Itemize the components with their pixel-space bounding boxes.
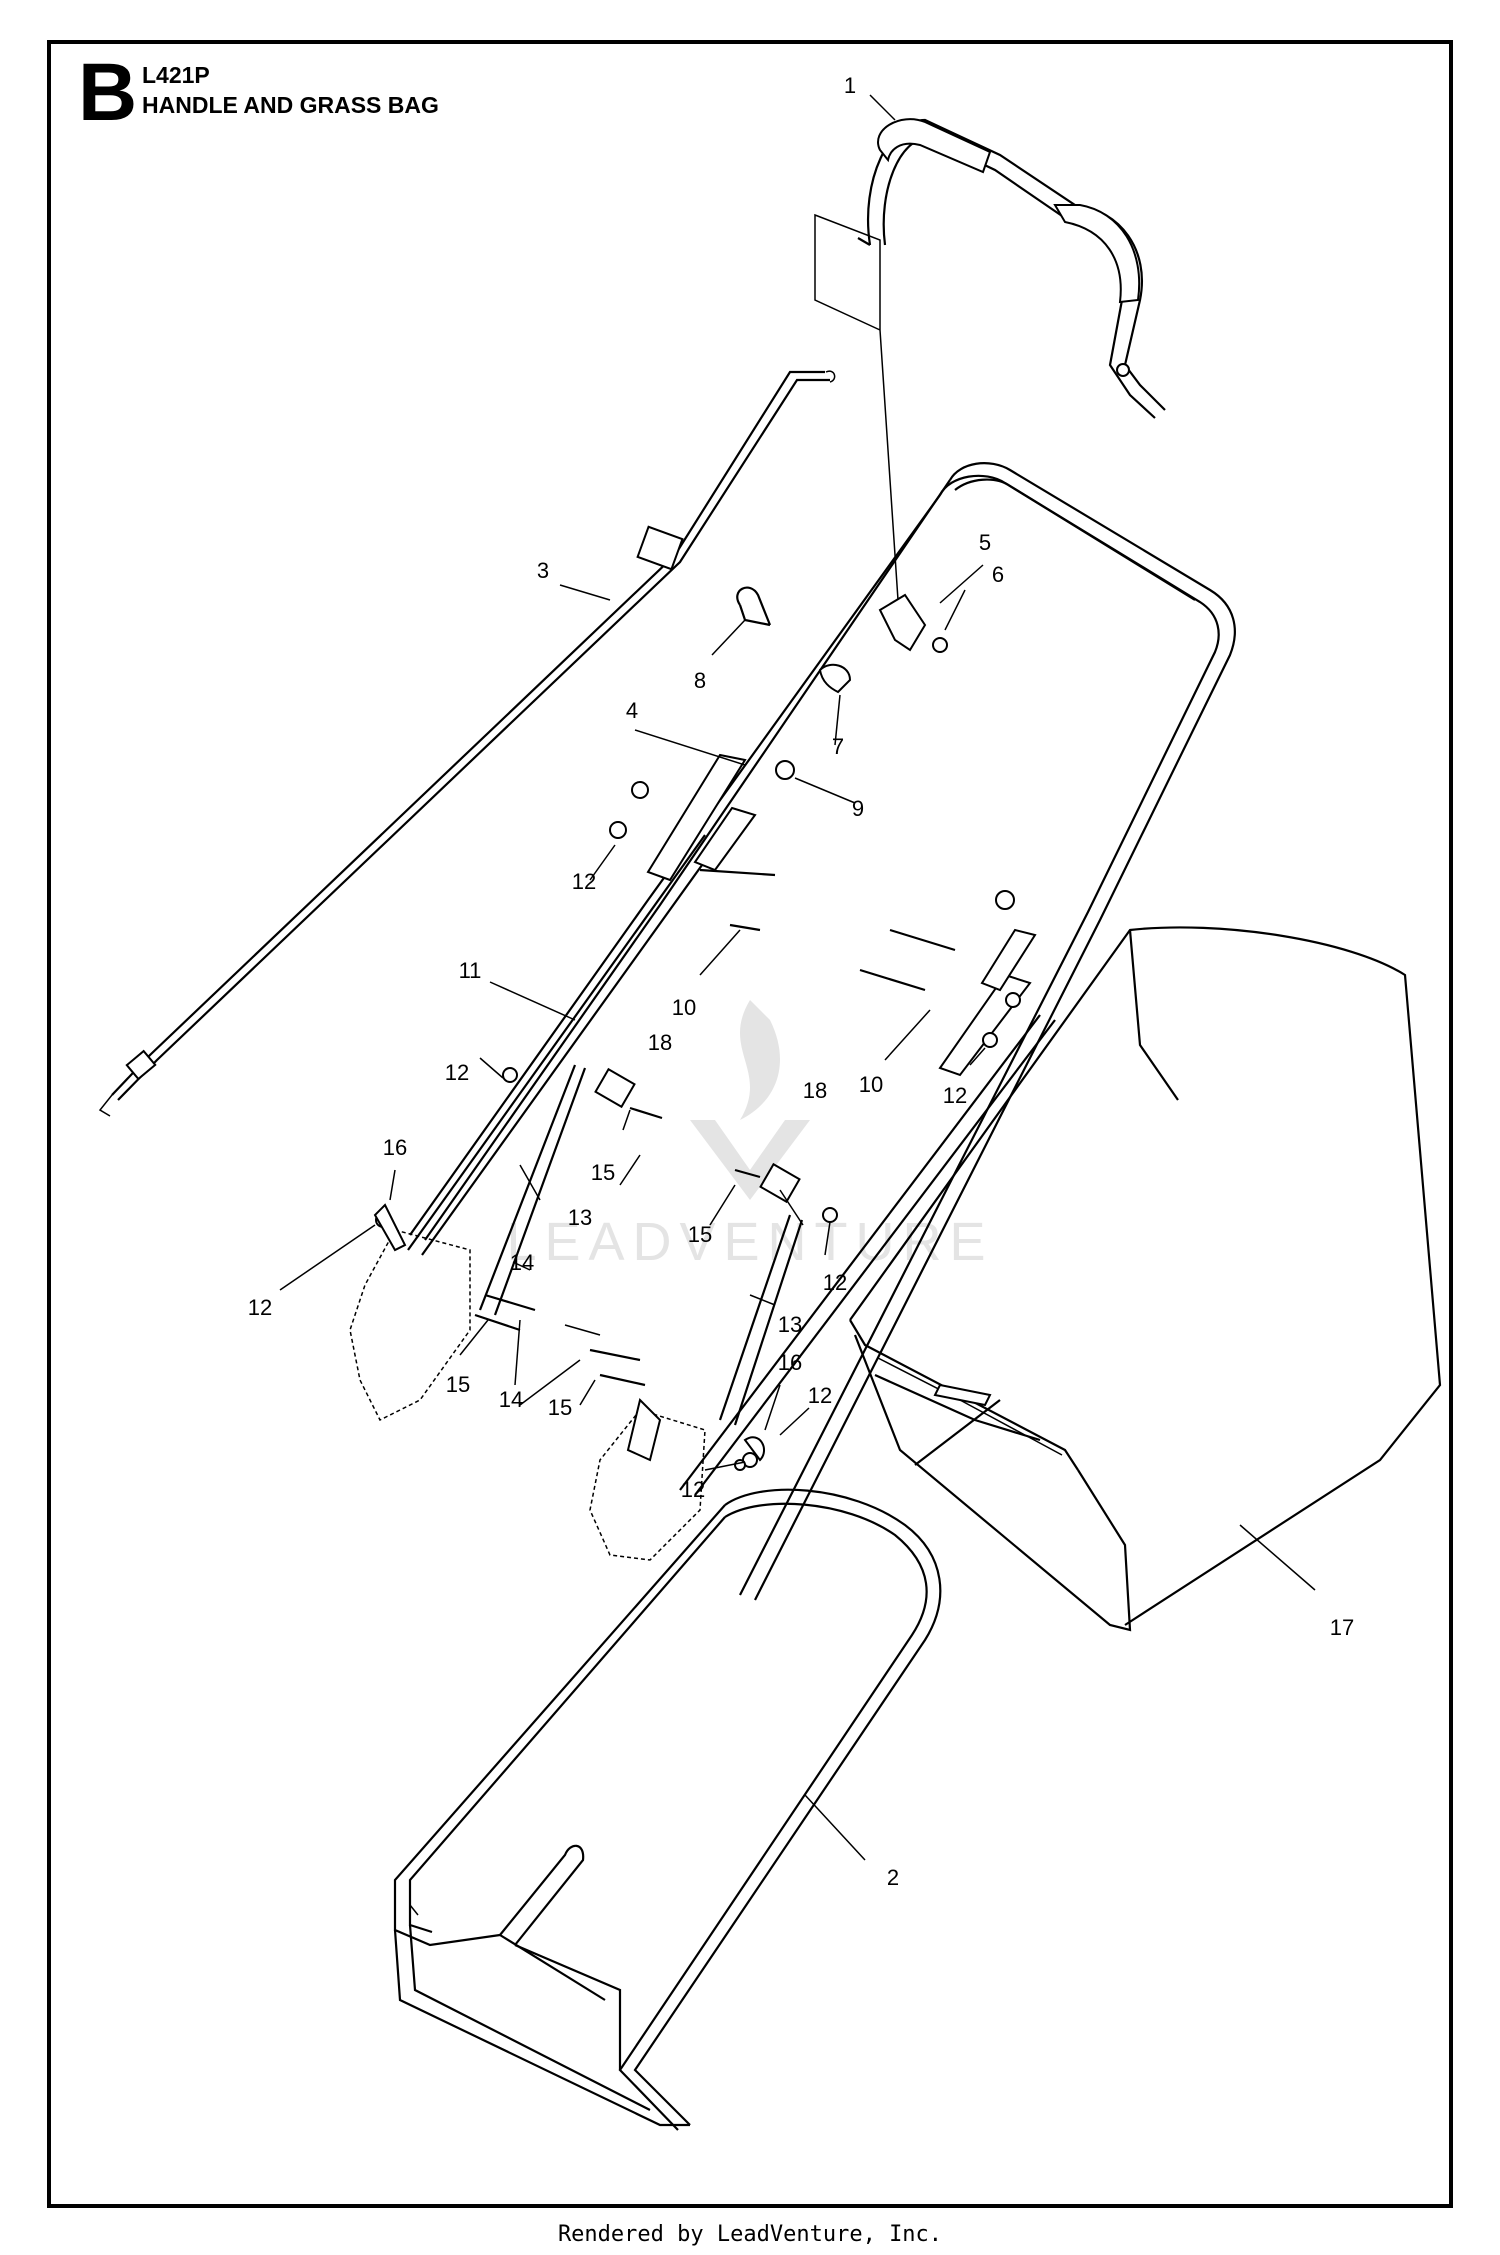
- callout-12f: 12: [808, 1383, 832, 1408]
- part-17-grass-bag: [849, 926, 1442, 1632]
- callout-12b: 12: [445, 1060, 469, 1085]
- callout-16b: 16: [778, 1350, 802, 1375]
- callout-15c: 15: [446, 1372, 470, 1397]
- callout-10b: 10: [859, 1072, 883, 1097]
- callout-1: 1: [844, 73, 856, 98]
- callout-13b: 13: [778, 1312, 802, 1337]
- part-1-upper-handle: [857, 118, 1166, 419]
- callout-11: 11: [459, 958, 482, 983]
- part-3-cable: [98, 370, 836, 1117]
- diagram-frame: [47, 40, 1453, 2208]
- callout-16a: 16: [383, 1135, 407, 1160]
- callouts: 1 2 3 4 5 6 7 8 9 10 10 11 12 12 12 12 1…: [248, 73, 1354, 1890]
- callout-15b: 15: [688, 1222, 712, 1247]
- diagram-title: HANDLE AND GRASS BAG: [142, 92, 439, 118]
- callout-9: 9: [852, 796, 864, 821]
- handle-clamps: [646, 753, 1037, 1077]
- callout-12a: 12: [572, 869, 596, 894]
- callout-15d: 15: [548, 1395, 572, 1420]
- callout-14b: 14: [499, 1387, 523, 1412]
- handle-reference-box: [814, 213, 899, 601]
- model-number: L421P: [142, 62, 210, 88]
- callout-12e: 12: [823, 1270, 847, 1295]
- callout-10a: 10: [672, 995, 696, 1020]
- callout-5: 5: [979, 530, 991, 555]
- footer-credit: Rendered by LeadVenture, Inc.: [557, 2222, 943, 2247]
- callout-7: 7: [832, 734, 844, 759]
- small-parts: [375, 586, 1021, 1471]
- callout-12g: 12: [681, 1477, 705, 1502]
- part-4-u-handle-frame: [409, 462, 1236, 1601]
- part-2-bag-frame: [393, 1488, 942, 2131]
- section-letter: B: [78, 47, 138, 138]
- callout-13a: 13: [568, 1205, 592, 1230]
- wheel-brackets: [349, 1203, 765, 1561]
- callout-14a: 14: [510, 1250, 534, 1275]
- callout-6: 6: [992, 562, 1004, 587]
- callout-12d: 12: [248, 1295, 272, 1320]
- callout-12c: 12: [943, 1083, 967, 1108]
- callout-15a: 15: [591, 1160, 615, 1185]
- callout-3: 3: [537, 558, 549, 583]
- callout-2: 2: [887, 1865, 899, 1890]
- callout-8: 8: [694, 668, 706, 693]
- leader-lines: [279, 94, 1316, 1861]
- callout-4: 4: [626, 698, 638, 723]
- callout-18a: 18: [648, 1030, 672, 1055]
- callout-18b: 18: [803, 1078, 827, 1103]
- callout-17: 17: [1330, 1615, 1354, 1640]
- part-13-support-rods: [478, 1064, 804, 1426]
